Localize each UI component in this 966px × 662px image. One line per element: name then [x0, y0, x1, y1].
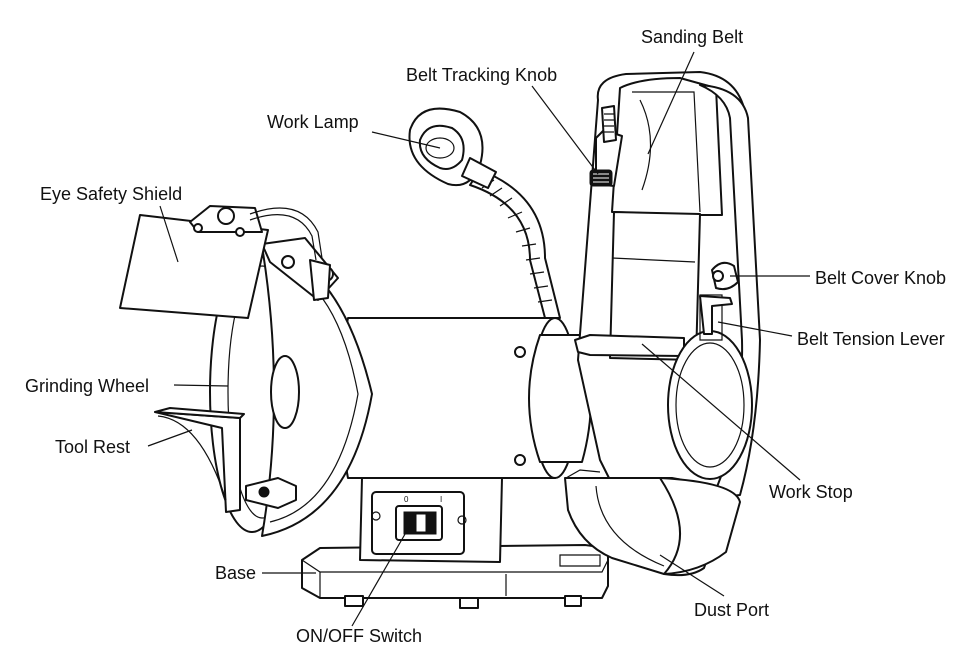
- label-work-lamp: Work Lamp: [267, 112, 359, 132]
- work-lamp-drawing: [408, 107, 561, 319]
- eye-safety-shield-drawing: [119, 205, 323, 319]
- label-on-off-switch: ON/OFF Switch: [296, 626, 423, 646]
- tool-rest-drawing: [154, 407, 245, 513]
- leader-grinding-wheel: [173, 384, 229, 387]
- label-base: Base: [215, 563, 257, 583]
- leader-tool-rest: [147, 429, 193, 447]
- label-belt-cover-knob: Belt Cover Knob: [815, 268, 947, 288]
- leader-eye-safety-shield: [159, 205, 179, 263]
- label-sanding-belt: Sanding Belt: [641, 27, 744, 47]
- leader-dust-port: [659, 554, 725, 597]
- label-belt-tracking-knob: Belt Tracking Knob: [406, 65, 558, 85]
- leader-work-lamp: [371, 131, 441, 149]
- label-dust-port: Dust Port: [694, 600, 770, 620]
- leader-on-off-switch: [351, 521, 413, 627]
- leader-belt-tracking-knob: [531, 85, 599, 175]
- leader-sanding-belt: [647, 51, 695, 155]
- leader-work-stop: [641, 343, 801, 481]
- switch-off-mark: 0: [404, 495, 409, 504]
- label-grinding-wheel: Grinding Wheel: [25, 376, 150, 396]
- label-tool-rest: Tool Rest: [55, 437, 131, 457]
- leader-lines: [147, 51, 810, 627]
- label-work-stop: Work Stop: [769, 482, 853, 502]
- switch-on-mark: I: [440, 495, 442, 504]
- leader-belt-tension-lever: [717, 321, 793, 337]
- label-eye-safety-shield: Eye Safety Shield: [40, 184, 183, 204]
- label-belt-tension-lever: Belt Tension Lever: [797, 329, 945, 349]
- belt-sander-drawing: [574, 71, 761, 501]
- dust-port-drawing: [564, 469, 741, 577]
